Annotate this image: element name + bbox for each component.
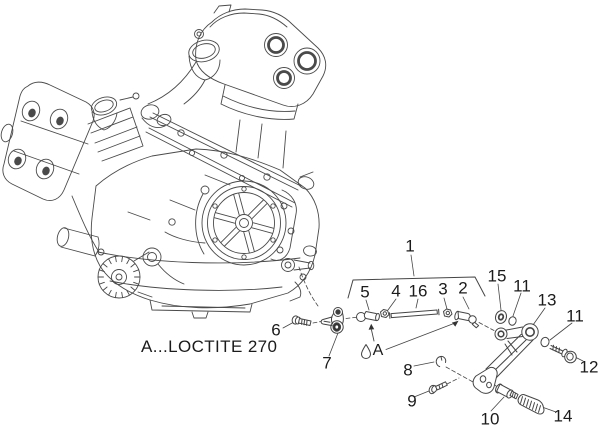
part-5-ball-joint [356, 311, 380, 322]
part-9-screw [428, 381, 448, 395]
engine-illustration [0, 4, 327, 319]
callout-15: 15 [487, 266, 507, 286]
callout-14: 14 [553, 406, 573, 426]
part-11-oring-a [508, 316, 517, 326]
callout-16: 16 [408, 281, 428, 301]
part-13-gear-lever [472, 323, 539, 394]
callout-12: 12 [579, 357, 599, 377]
part-2-ball-joint [454, 310, 480, 329]
part-11-oring-b [540, 336, 550, 348]
callout-1: 1 [405, 236, 415, 256]
callout-7: 7 [322, 353, 332, 373]
callout-13: 13 [537, 290, 557, 310]
part-12-pivot-bolt [549, 344, 577, 364]
part-6-screw [291, 315, 312, 326]
callout-5: 5 [360, 282, 370, 302]
callout-4: 4 [391, 281, 401, 301]
callout-11: 11 [566, 306, 584, 326]
loctite-arrows [368, 320, 459, 350]
adhesive-marker-label: A [372, 342, 384, 359]
callout-9: 9 [407, 391, 417, 411]
callout-8: 8 [403, 360, 413, 380]
part-3-nut [443, 308, 453, 318]
callout-11: 11 [513, 276, 531, 296]
callout-6: 6 [271, 320, 281, 340]
part-15-washer [494, 310, 508, 324]
callout-2: 2 [458, 278, 468, 298]
group-bracket-1 [347, 276, 486, 299]
leader-lines [282, 254, 584, 413]
part-16-tie-rod [389, 308, 440, 319]
part-8-clip [435, 355, 447, 368]
linkage-parts [282, 254, 584, 415]
callout-10: 10 [480, 409, 500, 427]
part-14-knurled-sleeve [517, 393, 545, 415]
part-7-shift-arm [320, 307, 344, 334]
part-10-pedal-pin [495, 383, 519, 400]
loctite-note: A...LOCTITE 270 [141, 337, 278, 356]
loctite-droplet-icon [361, 344, 371, 359]
callout-3: 3 [438, 279, 448, 299]
part-4-nut [380, 309, 390, 318]
